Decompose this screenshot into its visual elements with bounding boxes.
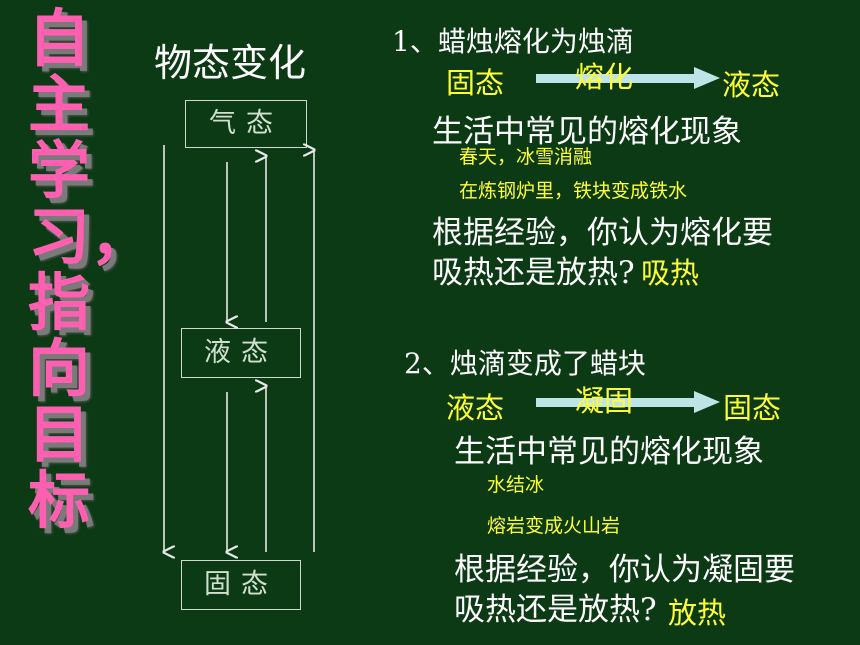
section1-answer: 吸热 [641, 256, 700, 290]
state-box-liquid: 液态 [181, 328, 301, 378]
section1-common: 生活中常见的熔化现象 [432, 114, 742, 150]
section1-to: 液态 [722, 68, 781, 102]
section2-to: 固态 [723, 391, 782, 425]
section2-question-line2: 吸热还是放热? [454, 592, 657, 628]
section1-title: 1、蜡烛熔化为烛滴 [392, 25, 634, 58]
section2-common: 生活中常见的熔化现象 [454, 434, 764, 470]
section1-arrow-head [694, 67, 720, 89]
page-heading: 物态变化 [154, 41, 307, 85]
section1-question-line2: 吸热还是放热? [432, 255, 635, 291]
section2-from: 液态 [446, 391, 505, 425]
section1-arrow-bar [536, 74, 696, 83]
state-box-gas: 气态 [185, 100, 307, 148]
section2-question-line1: 根据经验，你认为凝固要 [454, 552, 795, 588]
section2-arrow-head [694, 391, 720, 413]
section2-title: 2、烛滴变成了蜡块 [404, 347, 646, 380]
section1-example1: 春天，冰雪消融 [459, 146, 593, 168]
side-title: 自主学习，指向目标 [28, 2, 153, 537]
section2-process: 凝固 [575, 384, 634, 418]
section1-question-line1: 根据经验，你认为熔化要 [432, 215, 773, 251]
state-box-solid: 固态 [181, 560, 301, 610]
section2-arrow-bar [536, 398, 696, 407]
section1-process: 熔化 [575, 60, 634, 94]
section2-example1: 水结冰 [487, 474, 545, 496]
section1-example2: 在炼钢炉里，铁块变成铁水 [459, 180, 688, 202]
section2-answer: 放热 [668, 596, 727, 630]
section2-example2: 熔岩变成火山岩 [487, 515, 621, 537]
section1-from: 固态 [446, 66, 505, 100]
